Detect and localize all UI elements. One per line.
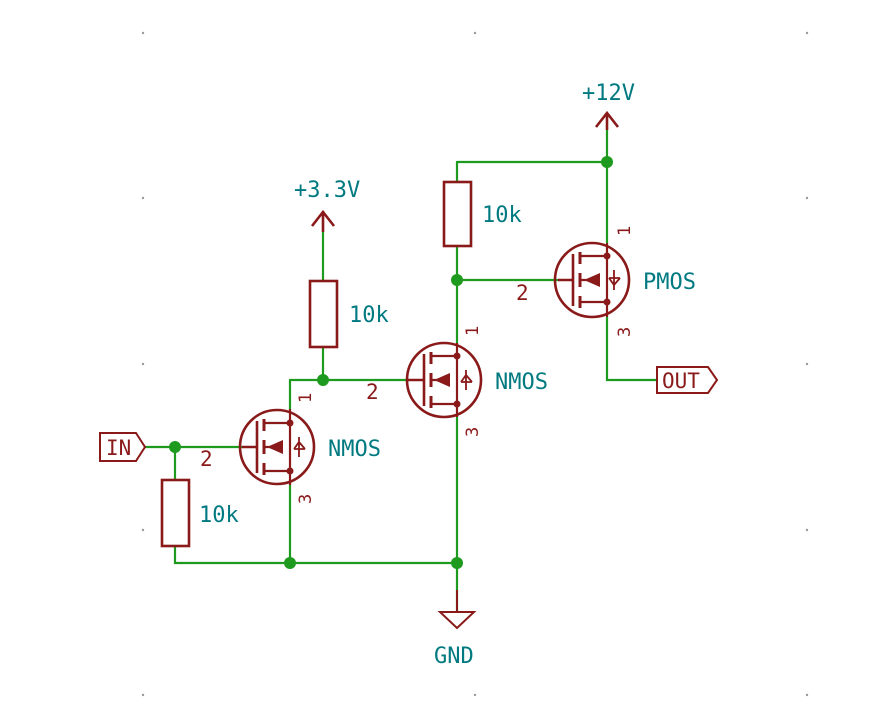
nmos-input-name: NMOS: [328, 437, 381, 462]
nmos-mid-pin-drain: 1: [463, 326, 483, 336]
gnd-label: GND: [434, 644, 474, 669]
junctions: [169, 156, 613, 569]
power-12v-symbol: +12V: [582, 81, 635, 130]
junction-12v: [601, 156, 613, 168]
port-output: OUT: [656, 366, 719, 394]
port-output-label: OUT: [662, 369, 700, 393]
wire-r3-bottom: [173, 544, 459, 565]
nmos-input-pin-drain: 1: [296, 393, 316, 403]
pmos-name: PMOS: [643, 270, 696, 295]
pmos-pin-gate: 2: [516, 281, 529, 305]
resistor-nmos-mid-gate: 10k: [308, 279, 389, 349]
power-12v-label: +12V: [582, 81, 635, 106]
junction-gnd-right: [451, 557, 463, 569]
transistor-pmos: 2 1 3 PMOS: [516, 226, 696, 337]
pmos-pin-source: 3: [615, 327, 635, 337]
transistor-nmos-mid: 2 1 3 NMOS: [366, 326, 548, 437]
resistor-pmos-gate: 10k: [442, 180, 522, 248]
resistor-input-value: 10k: [199, 503, 239, 528]
nmos-mid-pin-gate: 2: [366, 380, 379, 404]
junction-gnd-left: [284, 557, 296, 569]
resistor-pmos-gate-value: 10k: [482, 203, 522, 228]
resistor-input-pulldown: 10k: [160, 478, 239, 548]
pmos-pin-drain: 1: [615, 226, 635, 236]
ground-symbol: GND: [434, 590, 477, 669]
junction-nmos-mid-gate-node: [317, 374, 329, 386]
resistor-nmos-mid-gate-value: 10k: [349, 303, 389, 328]
port-input: IN: [99, 432, 147, 462]
power-33v-symbol: +3.3V: [294, 178, 360, 232]
nmos-input-pin-gate: 2: [200, 447, 213, 471]
port-input-label: IN: [106, 436, 131, 460]
nmos-input-pin-source: 3: [296, 494, 316, 504]
power-33v-label: +3.3V: [294, 178, 360, 203]
junction-pmos-gate-node: [451, 274, 463, 286]
nmos-mid-pin-source: 3: [463, 427, 483, 437]
transistor-nmos-input: 2 1 3 NMOS: [200, 393, 381, 504]
grid-dots: [141, 31, 809, 697]
wires: [143, 128, 659, 614]
nmos-mid-name: NMOS: [495, 370, 548, 395]
junction-input: [169, 441, 181, 453]
wire-pmos-source: [605, 315, 659, 382]
